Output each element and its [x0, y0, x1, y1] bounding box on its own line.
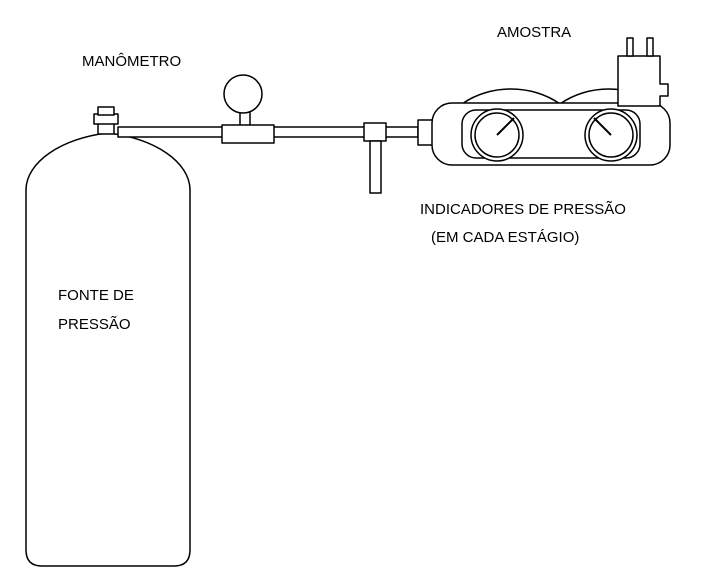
bleed-valve	[363, 122, 387, 194]
cylinder-valve-knob	[97, 106, 115, 116]
manometer-gauge	[221, 74, 275, 144]
label-indicators-line2: (EM CADA ESTÁGIO)	[431, 229, 579, 246]
bleed-valve-handle	[369, 140, 382, 194]
manometer-tee-fitting	[221, 124, 275, 144]
label-source-line2: PRESSÃO	[58, 316, 131, 333]
label-source-line1: FONTE DE	[58, 287, 134, 304]
test-chamber	[431, 88, 671, 166]
pressure-source-cylinder	[25, 106, 191, 567]
sample-holder-pin-left	[626, 37, 634, 57]
cylinder-body	[25, 132, 191, 567]
sample-holder-body	[617, 55, 669, 107]
bleed-valve-body	[363, 122, 387, 142]
label-indicators-line1: INDICADORES DE PRESSÃO	[420, 201, 626, 218]
manometer-dial	[223, 74, 263, 114]
diagram-labels: MANÔMETRO AMOSTRA INDICADORES DE PRESSÃO…	[58, 24, 626, 333]
label-manometer: MANÔMETRO	[82, 53, 181, 70]
sample-holder-pin-right	[646, 37, 654, 57]
sample-holder	[617, 37, 669, 107]
pressure-indicator-right-needle	[593, 117, 612, 136]
pressure-indicator-left-needle	[496, 117, 515, 136]
label-sample: AMOSTRA	[497, 24, 571, 41]
